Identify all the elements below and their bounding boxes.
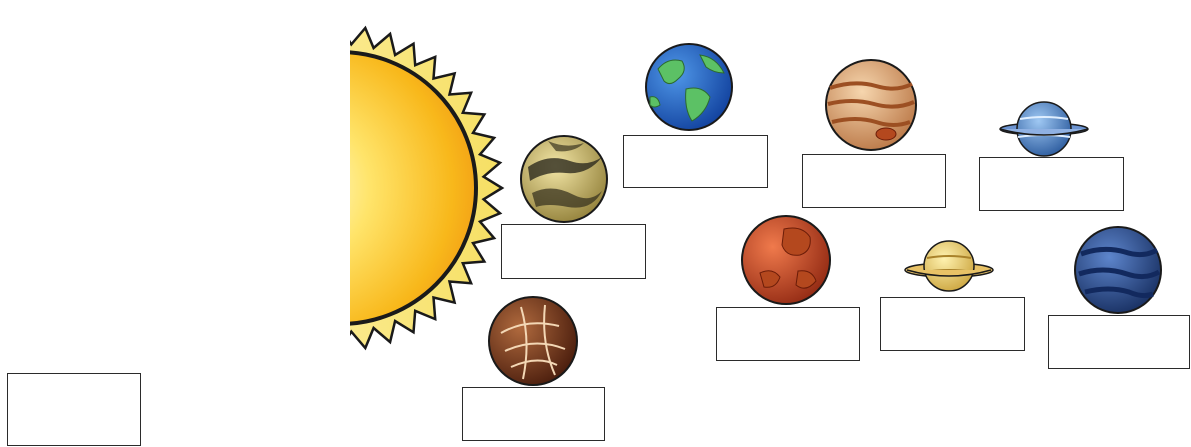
jupiter-icon (824, 54, 918, 156)
sun-label-text (8, 374, 140, 445)
mercury-icon (487, 293, 579, 389)
mercury-label-text (463, 388, 604, 440)
mars-icon (740, 211, 832, 309)
neptune-label-box[interactable] (1048, 315, 1190, 369)
saturn-label-text (881, 298, 1024, 350)
earth-icon (644, 39, 734, 135)
uranus-icon (998, 99, 1090, 161)
mars-label-box[interactable] (716, 307, 860, 361)
neptune-icon (1073, 224, 1163, 316)
saturn-label-box[interactable] (880, 297, 1025, 351)
saturn-icon (903, 236, 995, 296)
earth-label-box[interactable] (623, 135, 768, 188)
mars-label-text (717, 308, 859, 360)
jupiter-label-box[interactable] (802, 154, 946, 208)
earth-label-text (624, 136, 767, 187)
neptune-label-text (1049, 316, 1189, 368)
venus-icon (518, 131, 610, 227)
venus-label-text (502, 225, 645, 278)
mercury-label-box[interactable] (462, 387, 605, 441)
venus-label-box[interactable] (501, 224, 646, 279)
sun-label-box[interactable] (7, 373, 141, 446)
uranus-label-box[interactable] (979, 157, 1124, 211)
uranus-label-text (980, 158, 1123, 210)
sun-core (204, 52, 476, 324)
jupiter-label-text (803, 155, 945, 207)
